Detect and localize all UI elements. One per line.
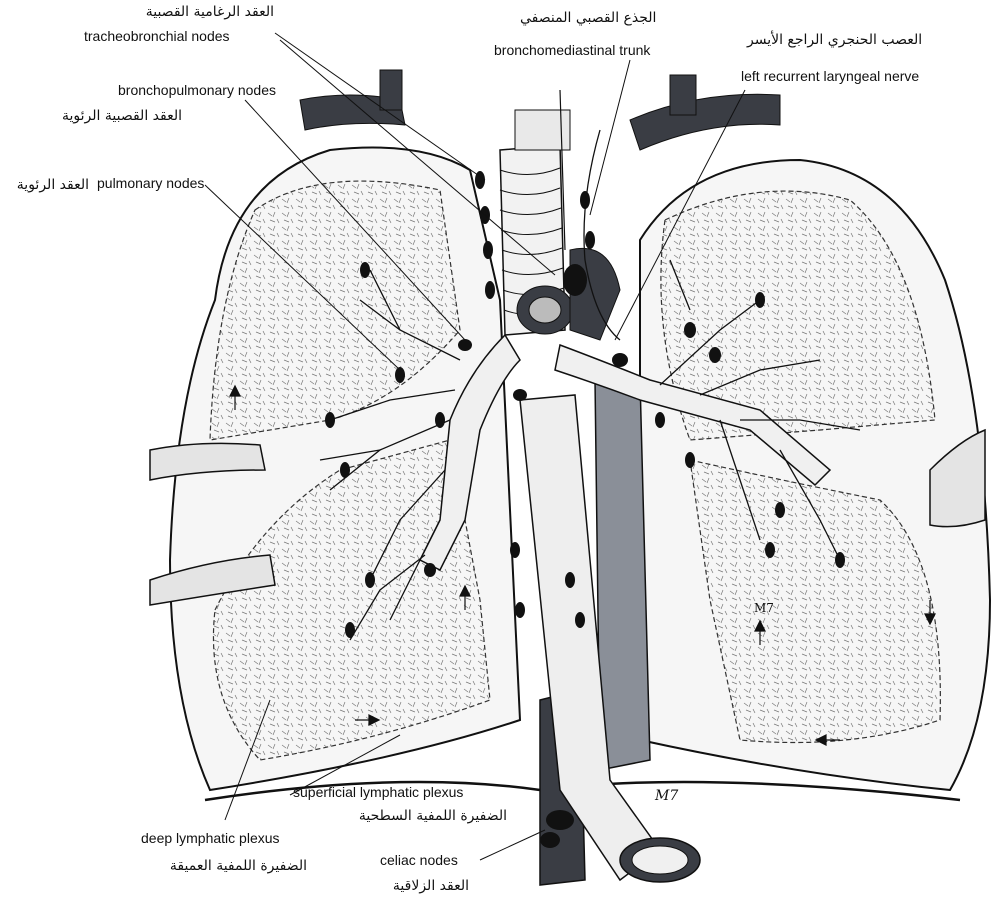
left-recurrent-label-ar: العصب الحنجري الراجع الأيسر [747,32,922,49]
signature-lobe-mark: M7 [754,601,774,615]
bronchopulmonary-label-en: bronchopulmonary nodes [118,82,276,99]
superficial-plexus-label-en: superficial lymphatic plexus [293,784,463,801]
superficial-plexus-label-ar: الضفيرة اللمفية السطحية [359,808,507,825]
pulmonary-label-ar: العقد الرئوية [17,177,89,194]
jugular-vein [380,70,402,110]
left-recurrent-label-en: left recurrent laryngeal nerve [741,68,919,85]
celiac-label-ar: العقد الزلاقية [393,878,469,895]
artist-signature: M7 [654,788,678,804]
bronchomediastinal-label-ar: الجذع القصبي المنصفي [520,10,656,27]
tracheobronchial-label-en: tracheobronchial nodes [84,28,230,45]
deep-plexus-label-ar: الضفيرة اللمفية العميقة [170,858,307,875]
deep-plexus-label-en: deep lymphatic plexus [141,830,280,847]
celiac-label-en: celiac nodes [380,852,458,869]
tracheobronchial-label-ar: العقد الرغامية القصبية [146,4,274,21]
pulmonary-label-en: pulmonary nodes [97,175,204,192]
left-jugular-vein [670,75,696,115]
left-subclavian-vein [630,94,780,150]
bronchomediastinal-label-en: bronchomediastinal trunk [494,42,650,59]
bronchopulmonary-label-ar: العقد القصبية الرئوية [62,108,182,125]
